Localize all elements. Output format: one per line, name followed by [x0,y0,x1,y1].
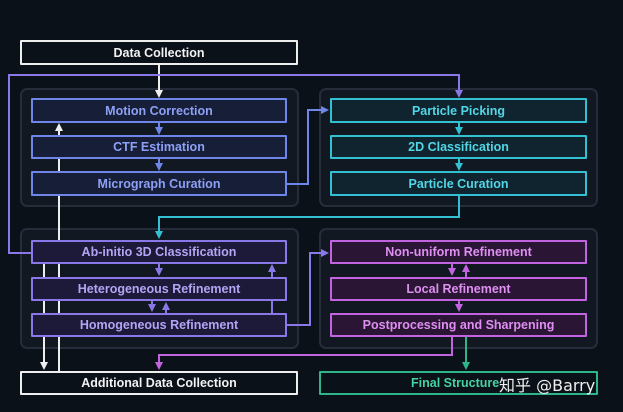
node-ctf-estimation: CTF Estimation [31,135,287,159]
edge-post-to-additional [155,337,453,370]
edge-homo-to-nonuniform [287,249,329,326]
node-2d-classification: 2D Classification [330,135,587,159]
node-local-refinement: Local Refinement [330,277,587,301]
watermark-text: 知乎 @Barry [499,376,596,395]
node-homogeneous-refinement: Homogeneous Refinement [31,313,287,337]
node-particle-picking: Particle Picking [330,98,587,123]
node-micrograph-curation: Micrograph Curation [31,171,287,196]
node-ab-initio: Ab-initio 3D Classification [31,240,287,264]
node-final-structure: Final Structure [319,371,598,395]
node-motion-correction: Motion Correction [31,98,287,123]
node-particle-curation: Particle Curation [330,171,587,196]
edge-curation-to-picking [287,106,329,185]
node-postprocessing: Postprocessing and Sharpening [330,313,587,337]
edge-pcuration-to-abinitio [155,196,460,239]
node-heterogeneous-refinement: Heterogeneous Refinement [31,277,287,301]
node-data-collection: Data Collection [20,40,298,65]
node-non-uniform-refinement: Non-uniform Refinement [330,240,587,264]
edge-abinitio-loop-to-picking [8,74,463,254]
node-additional-data-collection: Additional Data Collection [20,371,298,395]
